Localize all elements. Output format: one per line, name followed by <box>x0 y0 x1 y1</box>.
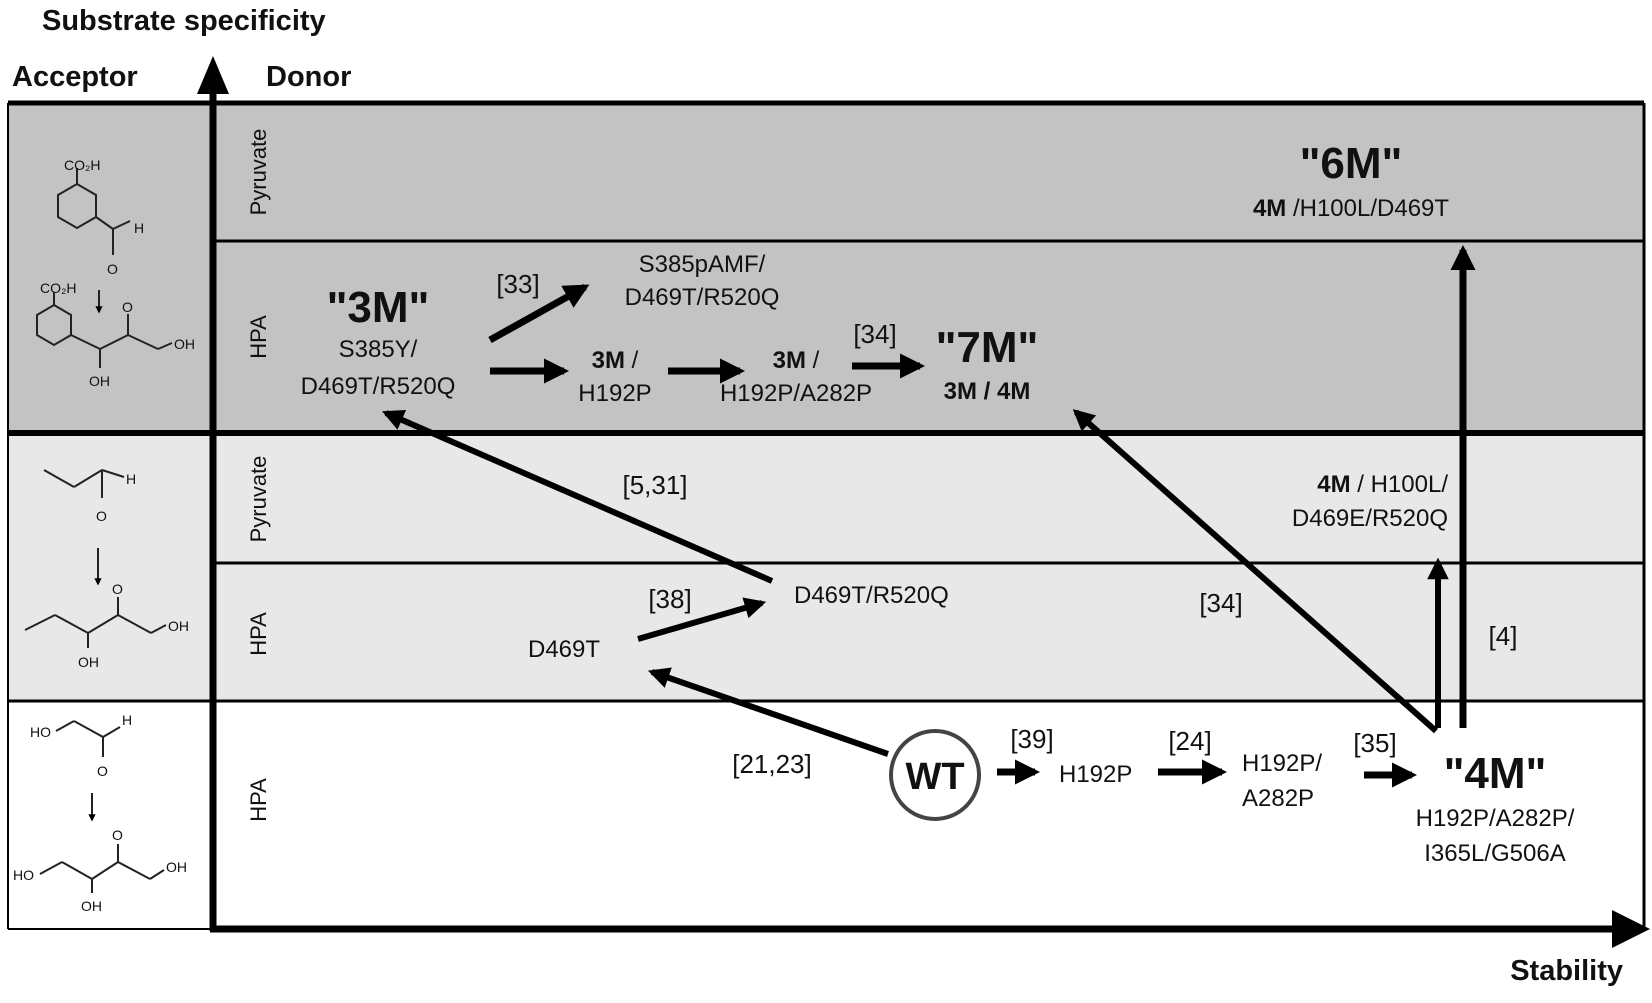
acceptor-structure-aldehyde-benzoic: CO₂H H O <box>57 157 144 277</box>
7m-line: 3M / 4M <box>944 378 1031 405</box>
6m-name: "6M" <box>1300 139 1403 188</box>
7m-name: "7M" <box>936 323 1039 372</box>
arrow-d469t-to-d469t-r520q <box>637 597 767 642</box>
4m-variant-bold: 4M <box>1317 471 1350 498</box>
wt-label: WT <box>905 756 964 798</box>
ref-4: [4] <box>1489 621 1518 651</box>
svg-text:O: O <box>122 299 133 315</box>
d469t-label: D469T <box>528 636 600 663</box>
svg-text:OH: OH <box>174 336 195 352</box>
svg-text:H: H <box>126 471 136 487</box>
svg-text:H: H <box>122 712 132 728</box>
3m-a282p-line2: H192P/A282P <box>720 380 872 407</box>
3m-a282p-bold: 3M <box>773 347 806 374</box>
svg-text:OH: OH <box>81 898 102 914</box>
svg-text:CO₂H: CO₂H <box>64 157 101 173</box>
ref-39: [39] <box>1010 724 1053 754</box>
6m-rest: /H100L/D469T <box>1286 195 1449 222</box>
grid <box>7 100 1646 930</box>
donor-label-hpa-2: HPA <box>246 612 271 656</box>
3m-name: "3M" <box>327 283 430 332</box>
ref-33: [33] <box>496 269 539 299</box>
wt-circle <box>889 729 981 821</box>
pamf-line1: S385pAMF/ <box>639 251 766 278</box>
4m-line2: I365L/G506A <box>1424 840 1565 867</box>
3m-line2: D469T/R520Q <box>301 373 456 400</box>
4m-line1: H192P/A282P/ <box>1416 805 1575 832</box>
4m-variant-rest: / H100L/ <box>1351 471 1449 498</box>
y-axis-arrowhead <box>197 56 229 94</box>
6m-line: 4M /H100L/D469T <box>1253 195 1449 222</box>
band-acceptor3-hpa <box>8 701 1644 929</box>
4m-name: "4M" <box>1444 749 1547 798</box>
x-axis-arrowhead <box>1612 910 1650 948</box>
3m-h192p-sep: / <box>625 347 639 374</box>
ref-38: [38] <box>648 584 691 614</box>
band-acceptor2-hpa <box>8 563 1644 701</box>
donor-label-hpa-3: HPA <box>246 778 271 822</box>
pamf-line2: D469T/R520Q <box>625 284 780 311</box>
acceptor-structure-propanal: H O <box>43 469 136 524</box>
d469t-r520q-label: D469T/R520Q <box>794 582 949 609</box>
svg-text:CO₂H: CO₂H <box>40 280 77 296</box>
donor-label-hpa-1: HPA <box>246 315 271 359</box>
svg-text:H: H <box>134 220 144 236</box>
ref-5-31: [5,31] <box>622 470 687 500</box>
3m-h192p-line1: 3M / <box>592 347 639 374</box>
svg-text:OH: OH <box>89 373 110 389</box>
svg-text:HO: HO <box>13 867 34 883</box>
ref-34-mid: [34] <box>1199 588 1242 618</box>
h192p-label: H192P <box>1059 761 1132 788</box>
band-acceptor1-hpa <box>8 241 1644 433</box>
svg-text:HO: HO <box>30 724 51 740</box>
acceptor-structure-glycolaldehyde: HO H O <box>30 712 132 779</box>
ref-21-23: [21,23] <box>732 749 812 779</box>
svg-text:O: O <box>107 261 118 277</box>
6m-bold: 4M <box>1253 195 1286 222</box>
svg-text:O: O <box>97 763 108 779</box>
product-structure-ethyl-hydroxyketone: OH O OH <box>24 581 189 670</box>
product-structure-aryl-hydroxyketone: CO₂H OH O OH <box>36 280 195 389</box>
h192p-a282p-line2: A282P <box>1242 785 1314 812</box>
svg-text:O: O <box>112 827 123 843</box>
x-axis-title: Stability <box>1510 955 1623 987</box>
4m-variant-line2: D469E/R520Q <box>1292 505 1448 532</box>
svg-text:OH: OH <box>78 654 99 670</box>
donor-header: Donor <box>266 61 351 93</box>
3m-h192p-bold: 3M <box>592 347 625 374</box>
svg-text:O: O <box>96 508 107 524</box>
donor-label-pyruvate-2: Pyruvate <box>246 456 271 543</box>
donor-label-pyruvate-1: Pyruvate <box>246 129 271 216</box>
ref-35: [35] <box>1353 728 1396 758</box>
arrow-wt-to-d469t <box>647 667 889 757</box>
svg-text:O: O <box>112 581 123 597</box>
svg-text:OH: OH <box>166 859 187 875</box>
3m-a282p-line1: 3M / <box>773 347 820 374</box>
ref-34-top: [34] <box>853 319 896 349</box>
arrow-4m-to-7m <box>1072 409 1438 734</box>
ref-24: [24] <box>1168 726 1211 756</box>
3m-line1: S385Y/ <box>339 336 418 363</box>
4m-variant-line1: 4M / H100L/ <box>1317 471 1448 498</box>
h192p-a282p-line1: H192P/ <box>1242 750 1322 777</box>
svg-text:OH: OH <box>168 618 189 634</box>
arrow-3m-to-pamf <box>488 283 590 344</box>
band-acceptor2-pyruvate <box>8 433 1644 563</box>
band-acceptor1-pyruvate <box>8 103 1644 241</box>
3m-a282p-sep: / <box>806 347 820 374</box>
arrow-d469t-r520q-to-3m <box>382 409 774 584</box>
y-axis-title: Substrate specificity <box>42 5 326 37</box>
product-structure-erythrulose: HO OH O OH <box>13 827 187 914</box>
arrows <box>382 244 1476 788</box>
acceptor-header: Acceptor <box>12 61 138 93</box>
3m-h192p-line2: H192P <box>578 380 651 407</box>
